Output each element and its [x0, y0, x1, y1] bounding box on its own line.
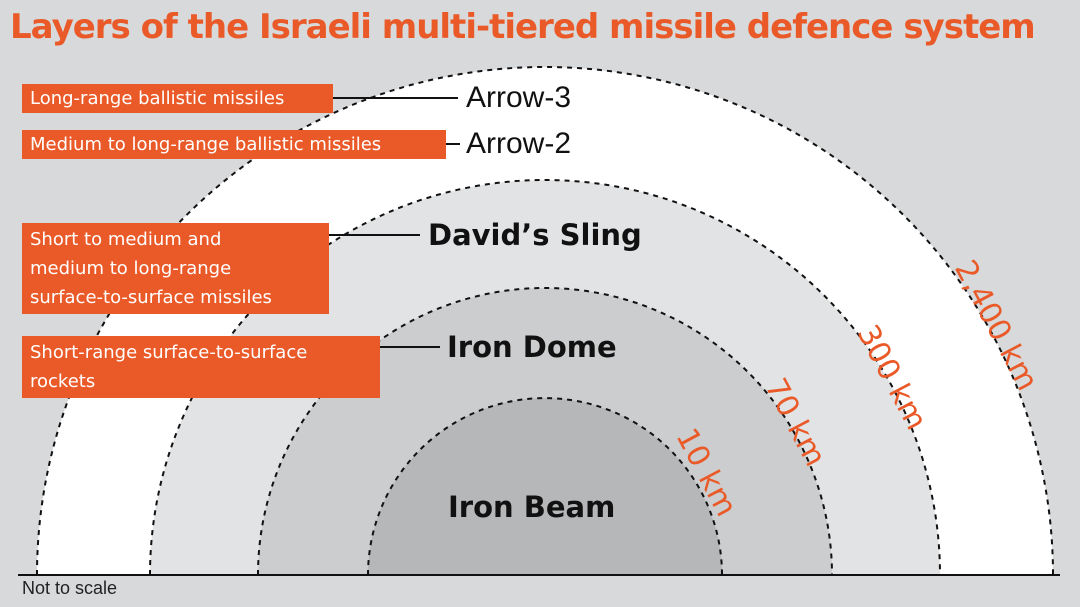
page-title: Layers of the Israeli multi-tiered missi…: [10, 7, 1036, 47]
threat-tag-iron-dome: Short-range surface-to-surface rockets: [22, 336, 380, 398]
threat-tag-davids-sling: Short to medium and medium to long-range…: [22, 223, 329, 314]
not-to-scale-note: Not to scale: [22, 578, 118, 598]
system-label-arrow-3: Arrow-3: [466, 81, 572, 114]
system-label-iron-beam: Iron Beam: [448, 490, 616, 524]
layer-iron-beam: [366, 397, 724, 576]
system-label-arrow-2: Arrow-2: [466, 127, 572, 160]
threat-tag-arrow-2: Medium to long-range ballistic missiles: [22, 130, 446, 159]
system-label-davids-sling: David’s Sling: [428, 218, 642, 252]
threat-tag-arrow-3: Long-range ballistic missiles: [22, 84, 333, 113]
system-label-iron-dome: Iron Dome: [447, 330, 617, 364]
